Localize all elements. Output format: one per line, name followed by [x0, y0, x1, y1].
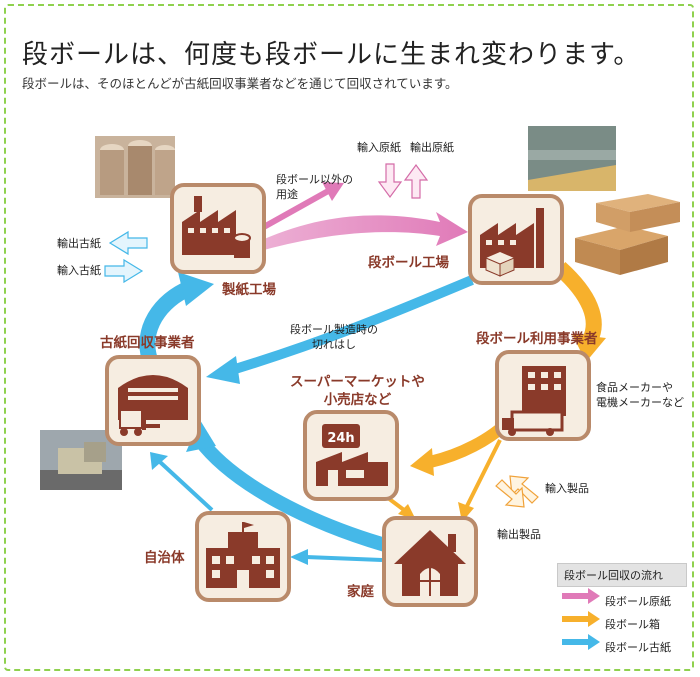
scrap-label-line2: 切れはし: [312, 338, 356, 351]
factory-icon: [182, 196, 251, 258]
other-use-label-line2: 用途: [276, 188, 298, 201]
blue-collector-to-mill-arrowhead: [178, 272, 214, 306]
blue-home-to-municipality-arrow: [305, 555, 383, 562]
legend-item-box: 段ボール箱: [557, 613, 687, 633]
dashed-frame: [4, 4, 694, 671]
legend-item-waste-paper: 段ボール古紙: [557, 636, 687, 656]
factory-photo: [528, 126, 616, 191]
pink-flow-arrow: [262, 212, 468, 250]
factory-box-icon: [480, 208, 544, 277]
pink-other-use-arrow: [260, 187, 332, 231]
export-waste-arrow: [108, 230, 148, 256]
legend-item-box-label: 段ボール箱: [605, 618, 660, 631]
import-raw-label: 輸入原紙: [357, 141, 401, 154]
paper-rolls-photo: [95, 136, 175, 198]
legend: 段ボール回収の流れ 段ボール原紙 段ボール箱 段ボール古紙: [557, 563, 687, 656]
collector-label: 古紙回収事業者: [100, 335, 195, 351]
paper-mill-label: 製紙工場: [222, 282, 276, 298]
makers-label: 食品メーカーや 電機メーカーなど: [596, 380, 684, 410]
household-node: [382, 516, 478, 607]
legend-title: 段ボール回収の流れ: [557, 563, 687, 587]
scrap-label: 段ボール製造時の 切れはし: [290, 322, 378, 352]
legend-pink-arrow: [562, 588, 600, 604]
boxes-photo: [575, 194, 680, 275]
orange-user-to-store-arrowhead: [410, 448, 434, 476]
export-raw-arrow: [403, 163, 429, 199]
blue-scrap-arrowhead: [206, 356, 240, 384]
export-products-arrow: [495, 479, 525, 508]
pink-other-use-arrowhead: [322, 182, 344, 201]
municipality-node: [195, 511, 291, 602]
legend-orange-arrow: [562, 611, 600, 627]
town-hall-icon: [206, 522, 280, 588]
store-24h-sign: 24h: [327, 431, 354, 446]
blue-home-to-municipality-arrowhead: [290, 549, 308, 565]
paper-mill-node: [170, 183, 266, 274]
box-factory-node: [468, 194, 564, 285]
import-products-arrow: [509, 475, 539, 504]
household-label: 家庭: [347, 584, 374, 600]
legend-item-raw-paper-label: 段ボール原紙: [605, 595, 671, 608]
export-waste-label: 輸出古紙: [57, 237, 101, 250]
import-raw-arrow: [377, 163, 403, 199]
orange-factory-to-user-arrow: [554, 262, 602, 344]
blue-collector-to-mill-arrow: [139, 280, 194, 363]
blue-municipality-to-collector-arrowhead: [150, 452, 168, 470]
page-title: 段ボールは、何度も段ボールに生まれ変わります。: [22, 40, 641, 70]
other-use-label: 段ボール以外の 用途: [276, 172, 353, 202]
makers-label-line1: 食品メーカーや: [596, 381, 673, 394]
blue-scrap-arrow: [230, 275, 474, 375]
forklift-photo: [40, 430, 122, 490]
supermarket-label-line1: スーパーマーケットや: [290, 374, 425, 390]
box-user-node: [495, 350, 591, 441]
orange-user-to-home-arrow: [464, 439, 502, 509]
blue-municipality-to-collector-arrow: [158, 460, 214, 512]
orange-factory-to-user-arrowhead: [572, 334, 606, 362]
scrap-label-line1: 段ボール製造時の: [290, 323, 378, 336]
export-products-label: 輸出製品: [497, 528, 541, 541]
warehouse-forklift-icon: [118, 375, 188, 436]
import-waste-label: 輸入古紙: [57, 264, 101, 277]
supermarket-label-line2: 小売店など: [323, 392, 392, 408]
box-factory-label: 段ボール工場: [368, 255, 449, 271]
export-raw-label: 輸出原紙: [410, 141, 454, 154]
makers-label-line2: 電機メーカーなど: [596, 396, 684, 409]
box-user-label: 段ボール利用事業者: [476, 331, 598, 347]
legend-blue-arrow: [562, 634, 600, 650]
import-waste-arrow: [104, 258, 144, 284]
store-icon: 24h: [316, 424, 388, 486]
supermarket-label: スーパーマーケットや 小売店など: [290, 373, 425, 409]
import-products-label: 輸入製品: [545, 482, 589, 495]
blue-home-to-collector-arrow: [194, 435, 387, 552]
collector-node: [105, 355, 201, 446]
page-subtitle: 段ボールは、そのほとんどが古紙回収事業者などを通じて回収されています。: [22, 76, 458, 91]
legend-item-waste-paper-label: 段ボール古紙: [605, 641, 671, 654]
office-truck-icon: [502, 366, 566, 436]
other-use-label-line1: 段ボール以外の: [276, 173, 353, 186]
house-icon: [394, 530, 466, 596]
municipality-label: 自治体: [144, 550, 185, 566]
legend-item-raw-paper: 段ボール原紙: [557, 590, 687, 610]
supermarket-node: 24h: [303, 410, 399, 501]
